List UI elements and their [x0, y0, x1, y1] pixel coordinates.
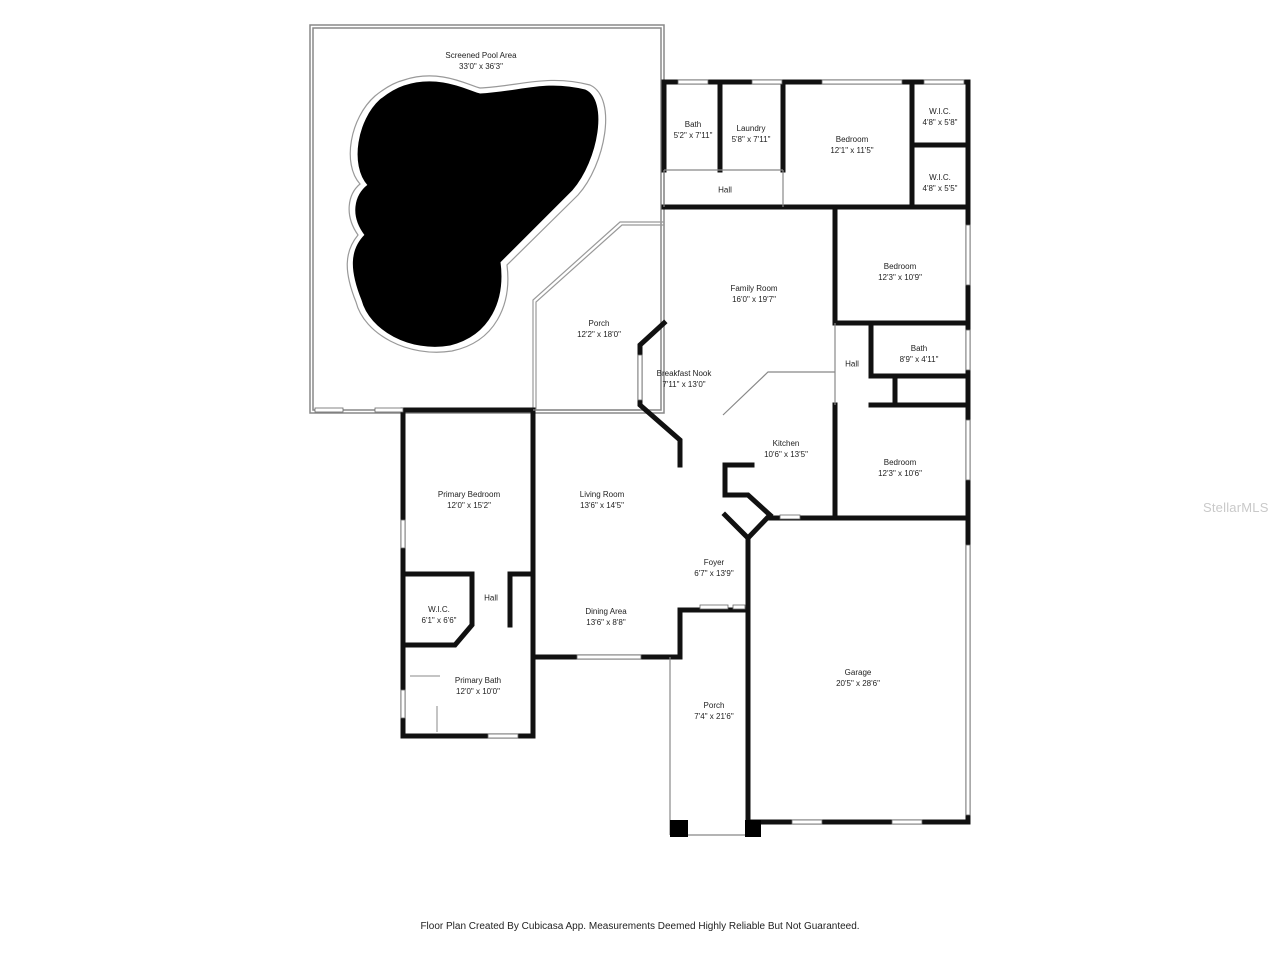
room-wic: W.I.C. 4'8" x 5'8": [922, 107, 958, 127]
room-hall: Hall: [718, 185, 732, 195]
room-garage: Garage 20'5" x 28'6": [836, 668, 880, 688]
thin-walls: [533, 169, 836, 836]
room-primary-bath: Primary Bath 12'0" x 10'0": [454, 676, 502, 696]
porch-screen: [532, 221, 664, 410]
windows: [314, 79, 971, 825]
footer-disclaimer: Floor Plan Created By Cubicasa App. Meas…: [420, 921, 860, 932]
room-laundry: Laundry 5'8" x 7'11": [731, 124, 771, 144]
pool: [352, 81, 599, 347]
room-screened-pool-area: Screened Pool Area 33'0" x 36'3": [445, 51, 517, 71]
room-foyer: Foyer 6'7" x 13'9": [694, 558, 734, 578]
room-bedroom: Bedroom 12'1" x 11'5": [830, 135, 874, 155]
room-wic: W.I.C. 6'1" x 6'6": [421, 605, 457, 625]
room-porch: Porch 12'2" x 18'0": [577, 319, 621, 339]
porch-post: [745, 820, 761, 837]
room-living-room: Living Room 13'6" x 14'5": [579, 490, 625, 510]
room-dining-area: Dining Area 13'6" x 8'8": [585, 607, 627, 627]
room-wic: W.I.C. 4'8" x 5'5": [922, 173, 958, 193]
room-hall: Hall: [484, 593, 498, 603]
pool-coping: [346, 75, 607, 353]
fixtures: [410, 675, 440, 732]
room-bath: Bath 5'2" x 7'11": [673, 120, 713, 140]
room-family-room: Family Room 16'0" x 19'7": [730, 284, 778, 304]
room-kitchen: Kitchen 10'6" x 13'5": [764, 439, 808, 459]
watermark: StellarMLS: [1203, 500, 1269, 515]
room-hall: Hall: [845, 359, 859, 369]
room-bedroom: Bedroom 12'3" x 10'9": [878, 262, 922, 282]
room-bath: Bath 8'9" x 4'11": [899, 344, 939, 364]
porch-post: [670, 820, 688, 837]
room-breakfast-nook: Breakfast Nook 7'11" x 13'0": [656, 369, 712, 389]
room-porch: Porch 7'4" x 21'6": [694, 701, 734, 721]
room-primary-bedroom: Primary Bedroom 12'0" x 15'2": [437, 490, 501, 510]
room-bedroom: Bedroom 12'3" x 10'6": [878, 458, 922, 478]
